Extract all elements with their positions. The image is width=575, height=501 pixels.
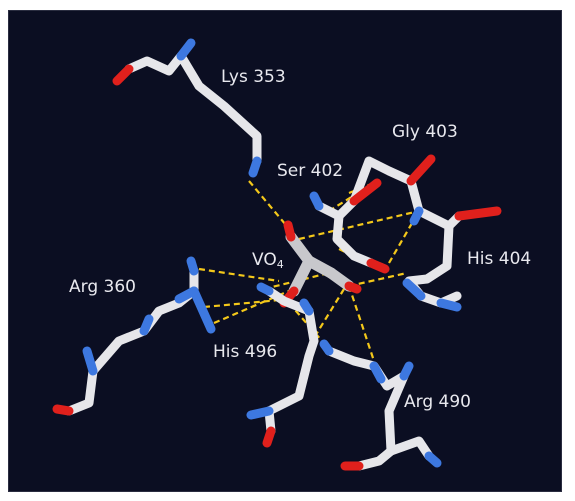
molecular-structure-panel: .c { stroke: #e6e6ea; stroke-width: 9; s… [8,10,562,492]
residue-lys353 [112,38,262,178]
molecule-render: .c { stroke: #e6e6ea; stroke-width: 9; s… [52,38,502,471]
label-arg490: Arg 490 [404,392,471,412]
label-ser402: Ser 402 [277,161,344,181]
vanadate-vo4 [279,220,362,308]
residue-ser402-gly403-his404 [309,154,502,312]
label-vo4-main: VO [252,250,277,270]
residue-arg490 [319,339,442,471]
residue-arg360 [52,256,216,416]
label-arg360: Arg 360 [69,277,136,297]
label-vo4-subscript: 4 [276,258,284,271]
label-his404: His 404 [467,249,532,269]
label-his496: His 496 [213,342,278,362]
label-vo4: VO4 [252,250,284,271]
residue-his496 [246,282,319,448]
label-gly403: Gly 403 [392,122,458,142]
label-lys353: Lys 353 [221,67,286,87]
